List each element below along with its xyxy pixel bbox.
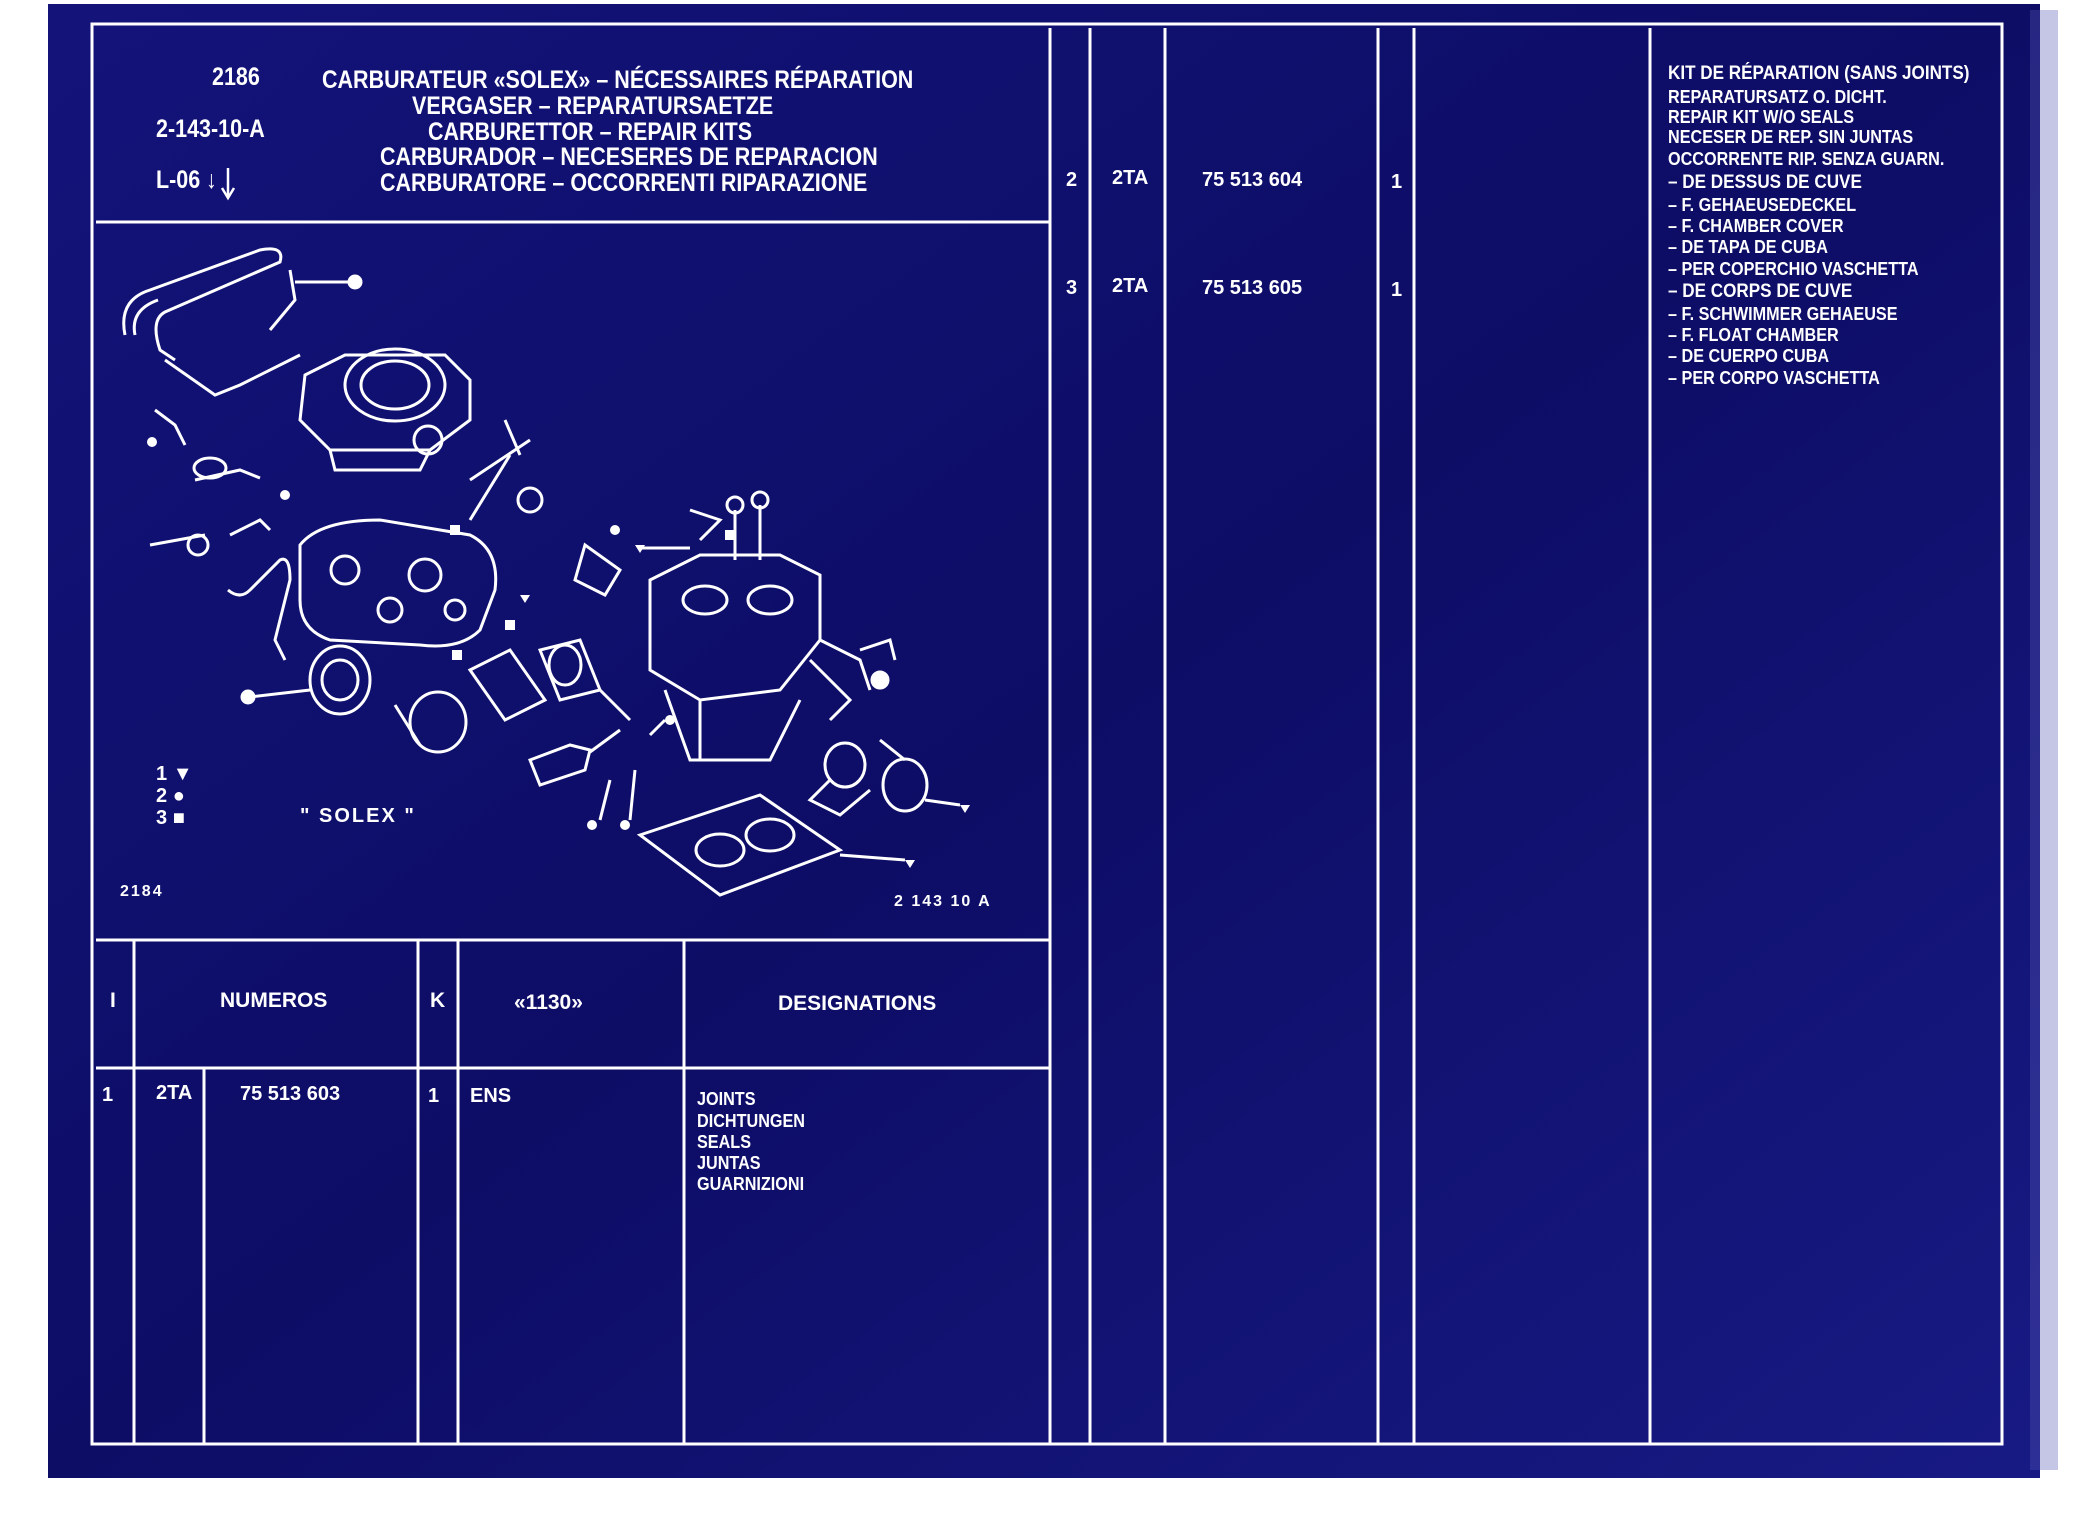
row-designation-line: DICHTUNGEN [697, 1111, 805, 1131]
page-down-arrow-icon [220, 168, 236, 201]
row-designation-title: JOINTS [697, 1089, 756, 1109]
diagram-number-left: 2184 [120, 883, 164, 900]
row-designation-line: SEALS [697, 1132, 752, 1152]
kit-body-line: – F. SCHWIMMER GEHAEUSE [1668, 304, 1898, 324]
kit-body-line: – DE CUERPO CUBA [1668, 346, 1830, 366]
kit-cover-line: – F. CHAMBER COVER [1668, 216, 1844, 236]
film-edge [2030, 10, 2058, 1470]
legend-item-2: 2 ● [156, 785, 185, 807]
row-part-number: 75 513 603 [240, 1083, 341, 1105]
kit-line: REPAIR KIT W/O SEALS [1668, 107, 1855, 127]
diagram-number-right: 2 143 10 A [894, 893, 992, 910]
row-k: 1 [1391, 171, 1403, 193]
header-index: I [110, 989, 116, 1012]
kit-line: NECESER DE REP. SIN JUNTAS [1668, 127, 1914, 147]
kit-body-line: – F. FLOAT CHAMBER [1668, 325, 1839, 345]
solex-label: " SOLEX " [300, 805, 416, 827]
kit-line: OCCORRENTE RIP. SENZA GUARN. [1668, 149, 1945, 169]
row-index: 2 [1066, 169, 1078, 191]
kit-cover-line: – F. GEHAEUSEDECKEL [1668, 195, 1857, 215]
row-designation-line: JUNTAS [697, 1153, 761, 1173]
header-model: «1130» [514, 991, 583, 1014]
header-numeros: NUMEROS [220, 989, 328, 1012]
title-de: VERGASER – REPARATURSAETZE [412, 92, 774, 120]
row-part-number: 75 513 605 [1202, 277, 1303, 299]
row-prefix: 2TA [156, 1082, 193, 1104]
title-fr: CARBURATEUR «SOLEX» – NÉCESSAIRES RÉPARA… [322, 66, 914, 94]
row-unit: ENS [470, 1085, 512, 1107]
ruling-lines [90, 22, 2004, 1446]
row-index: 1 [102, 1084, 114, 1106]
ref-code: 2-143-10-A [156, 115, 265, 143]
header-k: K [430, 989, 446, 1012]
legend-item-3: 3 ■ [156, 807, 185, 829]
kit-cover-line: – DE TAPA DE CUBA [1668, 237, 1828, 257]
legend-item-1: 1 ▼ [156, 763, 193, 785]
kit-title: KIT DE RÉPARATION (SANS JOINTS) [1668, 63, 1970, 84]
row-designation-line: GUARNIZIONI [697, 1174, 805, 1194]
row-part-number: 75 513 604 [1202, 169, 1303, 191]
row-prefix: 2TA [1112, 167, 1149, 189]
square-marker-icon: ■ [172, 807, 185, 829]
diagram-part-markers [147, 437, 970, 868]
kit-body-title: – DE CORPS DE CUVE [1668, 281, 1853, 302]
title-it: CARBURATORE – OCCORRENTI RIPARAZIONE [380, 169, 868, 197]
row-k: 1 [428, 1085, 440, 1107]
ref-page: L-06 ↓ [156, 166, 217, 194]
kit-cover-line: – PER COPERCHIO VASCHETTA [1668, 259, 1919, 279]
kit-body-line: – PER CORPO VASCHETTA [1668, 368, 1880, 388]
carburettor-exploded-drawing [122, 247, 961, 897]
triangle-marker-icon: ▼ [172, 763, 193, 785]
ref-number: 2186 [212, 63, 260, 91]
row-prefix: 2TA [1112, 275, 1149, 297]
title-en: CARBURETTOR – REPAIR KITS [428, 118, 753, 146]
title-es: CARBURADOR – NECESERES DE REPARACION [380, 143, 878, 171]
circle-marker-icon: ● [172, 785, 185, 807]
kit-cover-title: – DE DESSUS DE CUVE [1668, 172, 1862, 193]
row-k: 1 [1391, 279, 1403, 301]
row-index: 3 [1066, 277, 1078, 299]
kit-line: REPARATURSATZ O. DICHT. [1668, 87, 1887, 107]
header-designations: DESIGNATIONS [778, 992, 937, 1015]
sheet-background [48, 4, 2040, 1478]
